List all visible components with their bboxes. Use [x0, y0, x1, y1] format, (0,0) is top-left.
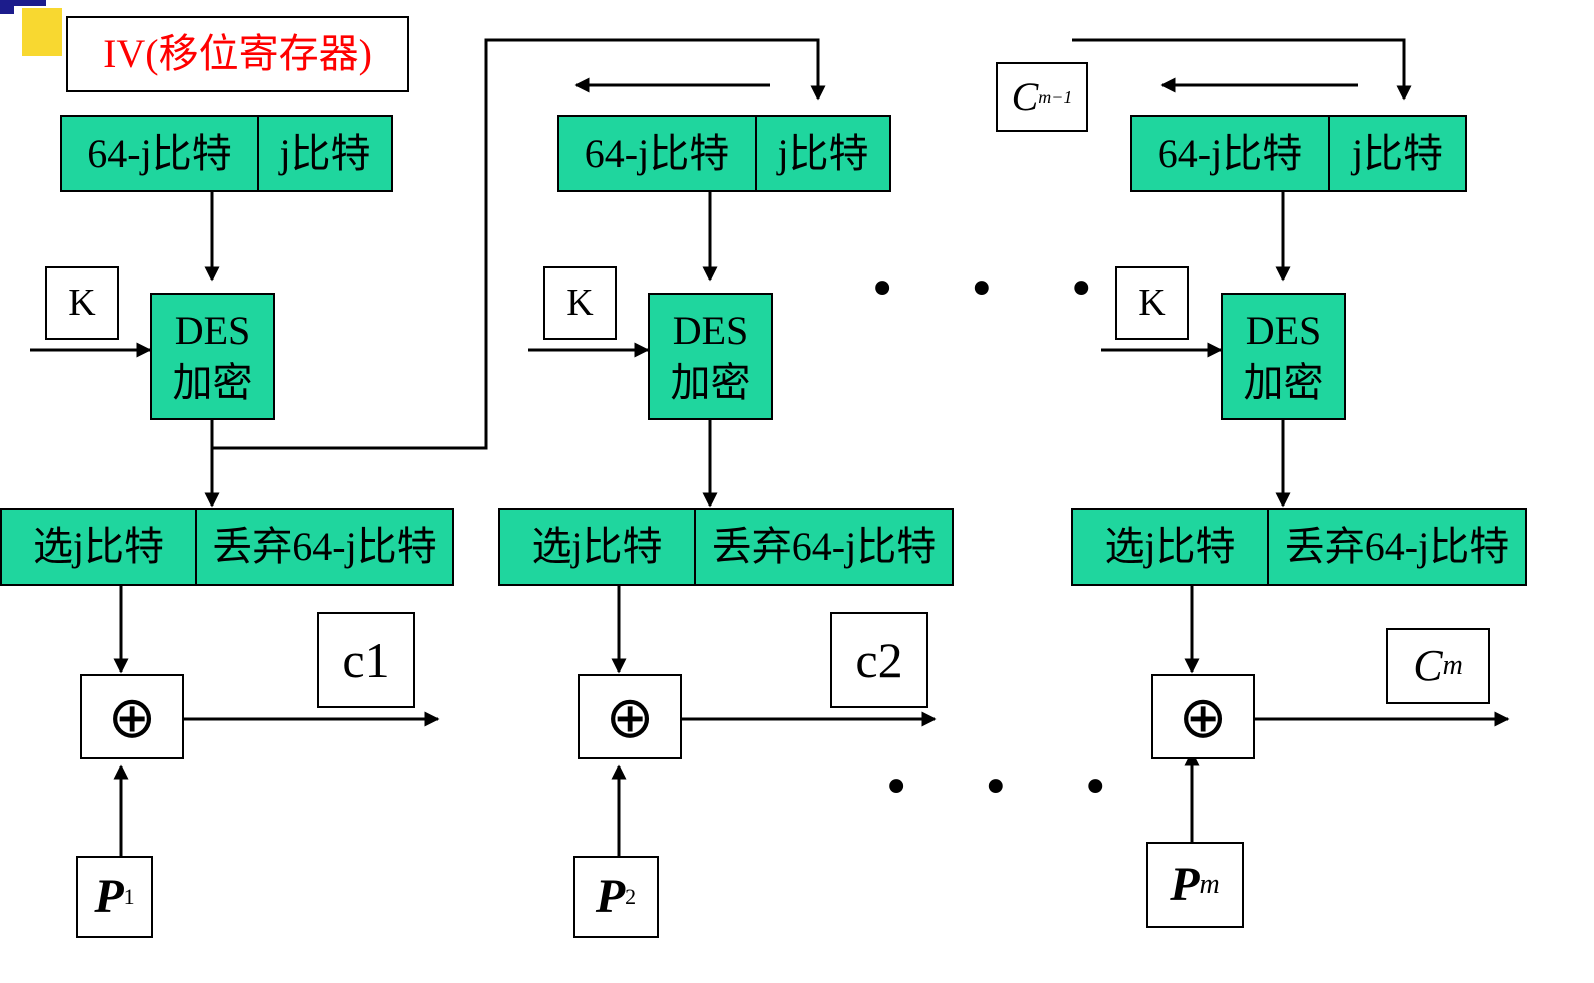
plaintext-symbol: P [1170, 858, 1200, 911]
feedback-wire-1 [212, 38, 826, 450]
corner-bar-navy [0, 0, 46, 6]
corner-square-gold [22, 8, 62, 56]
register-low-bits-1: j比特 [257, 115, 393, 192]
des-label: DES [672, 307, 749, 353]
select-bits-2: 选j比特 [498, 508, 696, 586]
xor-icon-1: ⊕ [80, 674, 184, 759]
ellipsis-lower: • • • [882, 760, 1138, 816]
plaintext-subscript: 1 [123, 884, 135, 909]
key-box-2: K [543, 266, 617, 340]
cipher-output-c2: c2 [830, 612, 928, 708]
encrypt-label: 加密 [1243, 359, 1324, 405]
discard-bits-2: 丢弃64-j比特 [694, 508, 954, 586]
des-encrypt-block-m: DES 加密 [1221, 293, 1346, 420]
discard-bits-1: 丢弃64-j比特 [195, 508, 454, 586]
ellipsis-upper: • • • [868, 262, 1124, 318]
prev-cipher-subscript: m−1 [1038, 87, 1073, 107]
xor-icon-2: ⊕ [578, 674, 682, 759]
register-low-bits-m: j比特 [1328, 115, 1467, 192]
key-box-1: K [45, 266, 119, 340]
feedback-wire-m [1072, 38, 1412, 101]
des-encrypt-block-2: DES 加密 [648, 293, 773, 420]
iv-shift-register-label: IV(移位寄存器) [66, 16, 409, 92]
register-low-bits-2: j比特 [755, 115, 891, 192]
des-label: DES [1245, 307, 1322, 353]
encrypt-label: 加密 [670, 359, 751, 405]
register-high-bits-m: 64-j比特 [1130, 115, 1330, 192]
select-bits-m: 选j比特 [1071, 508, 1269, 586]
plaintext-subscript: m [1199, 869, 1220, 900]
des-encrypt-block-1: DES 加密 [150, 293, 275, 420]
register-high-bits-1: 64-j比特 [60, 115, 259, 192]
des-label: DES [174, 307, 251, 353]
xor-icon-m: ⊕ [1151, 674, 1255, 759]
cipher-symbol: C [1413, 641, 1443, 690]
key-box-m: K [1115, 266, 1189, 340]
register-high-bits-2: 64-j比特 [557, 115, 757, 192]
plaintext-subscript: 2 [625, 884, 637, 909]
plaintext-symbol: P [595, 870, 626, 923]
cipher-output-c1: c1 [317, 612, 415, 708]
prev-cipher-symbol: C [1011, 74, 1039, 119]
discard-bits-m: 丢弃64-j比特 [1267, 508, 1527, 586]
encrypt-label: 加密 [172, 359, 253, 405]
select-bits-1: 选j比特 [0, 508, 197, 586]
cipher-subscript: m [1442, 650, 1463, 681]
plaintext-symbol: P [94, 870, 124, 923]
